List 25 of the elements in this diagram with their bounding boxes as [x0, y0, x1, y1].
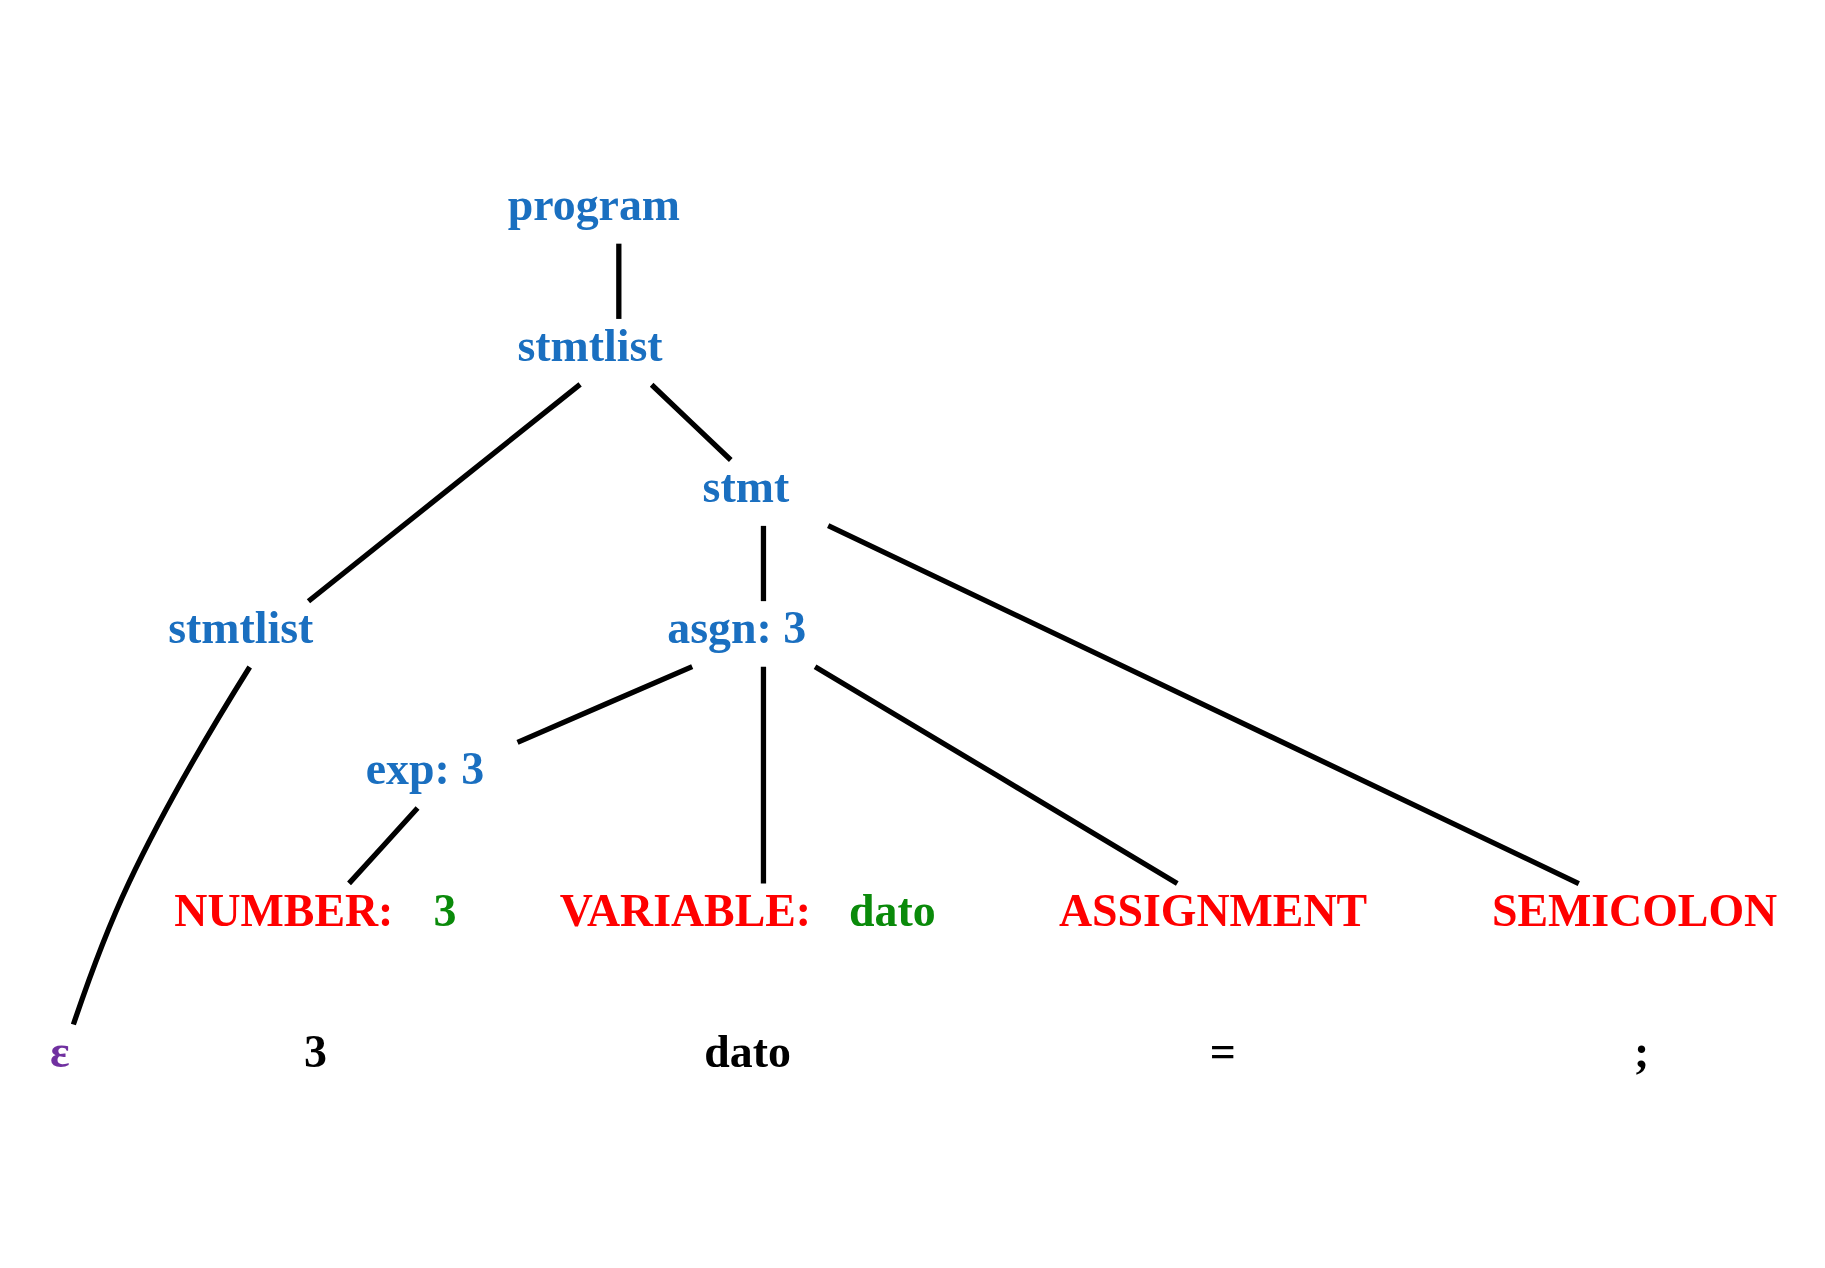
node-text: VARIABLE: dato — [559, 884, 936, 936]
node-text: program — [507, 179, 681, 231]
node-text: stmtlist — [517, 320, 663, 372]
label: ; — [1633, 1025, 1650, 1077]
node-text: asgn: 3 — [667, 602, 807, 654]
node-text: NUMBER: 3 — [174, 884, 457, 936]
node-text: ASSIGNMENT — [1058, 884, 1368, 936]
connector — [649, 382, 733, 462]
connector — [70, 665, 252, 1026]
connector — [347, 806, 420, 886]
label: 3 — [303, 1025, 327, 1077]
node-text: ε — [50, 1025, 70, 1077]
connector — [827, 523, 1580, 886]
connector — [616, 243, 622, 319]
connector — [760, 666, 767, 884]
node-text: stmtlist — [168, 602, 314, 654]
node-text: SEMICOLON — [1491, 884, 1778, 936]
connector — [813, 664, 1179, 886]
connector — [306, 382, 582, 604]
label: dato — [704, 1025, 791, 1077]
node-text: stmt — [702, 461, 790, 513]
node-text: exp: 3 — [365, 743, 485, 795]
connector — [760, 525, 767, 602]
label: = — [1209, 1025, 1236, 1077]
connector — [516, 664, 694, 745]
